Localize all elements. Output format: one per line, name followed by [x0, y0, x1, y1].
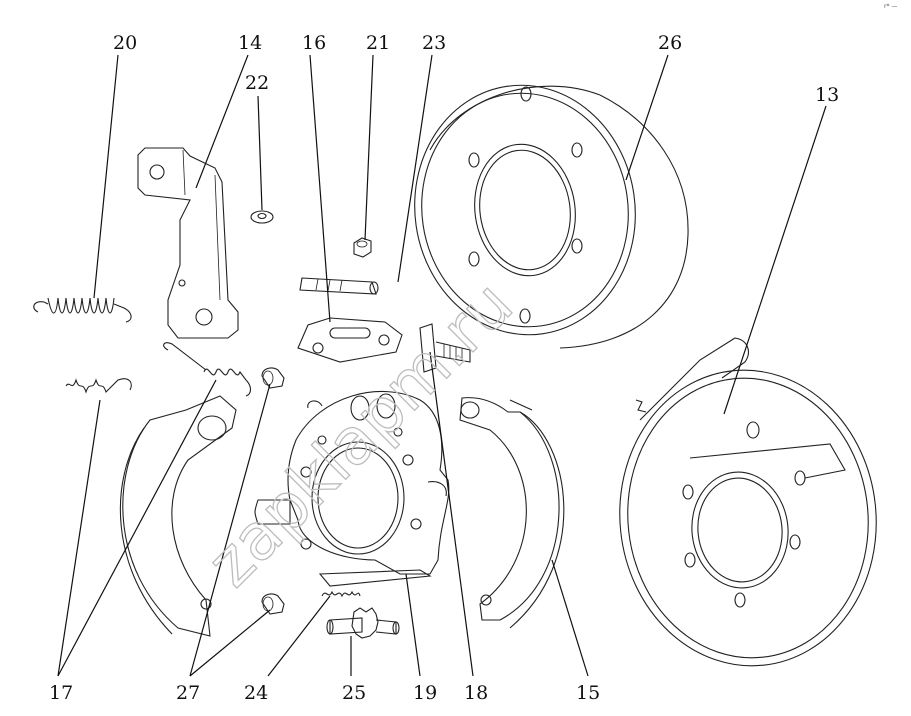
leader-15 — [551, 559, 589, 677]
leader-17a — [57, 399, 101, 677]
adjuster-screw-25 — [326, 607, 400, 639]
leader-21 — [364, 54, 374, 241]
leader-lines — [57, 54, 827, 677]
label-15: 15 — [576, 682, 600, 704]
leader-13 — [723, 105, 827, 415]
label-25: 25 — [342, 682, 366, 704]
leader-27a — [189, 383, 271, 677]
label-16: 16 — [302, 32, 326, 54]
lever-bracket-14 — [137, 147, 239, 339]
brake-drum-13 — [619, 337, 877, 667]
leader-22 — [257, 95, 263, 211]
nut-21 — [353, 237, 372, 258]
corner-mark: r* — — [884, 3, 897, 10]
part-labels: 20 14 22 16 21 23 26 13 17 27 24 25 19 1… — [49, 32, 839, 704]
brake-shoe-15 — [459, 397, 565, 629]
label-27: 27 — [176, 682, 200, 704]
plug-27-top — [261, 367, 285, 389]
label-21: 21 — [366, 32, 390, 54]
label-24: 24 — [244, 682, 268, 704]
leader-27b — [189, 609, 271, 677]
brake-drum-26 — [414, 84, 689, 349]
leader-18 — [429, 351, 474, 677]
leader-16 — [309, 54, 331, 323]
label-22: 22 — [245, 72, 269, 94]
label-18: 18 — [464, 682, 488, 704]
spring-20 — [33, 297, 132, 323]
label-23: 23 — [422, 32, 446, 54]
spring-17-long — [163, 342, 252, 397]
wedge-adjuster-18 — [419, 323, 471, 373]
spring-17-top — [65, 378, 132, 394]
label-19: 19 — [413, 682, 437, 704]
leader-17b — [57, 379, 217, 677]
leader-23 — [397, 54, 433, 283]
backing-plate-19 — [254, 390, 450, 587]
leader-26 — [625, 54, 669, 181]
leader-24 — [267, 595, 331, 677]
label-14: 14 — [238, 32, 262, 54]
leader-14 — [195, 54, 249, 189]
leader-19 — [405, 573, 421, 677]
plug-27-bottom — [261, 593, 285, 615]
washer-22 — [250, 210, 274, 224]
label-13: 13 — [815, 84, 839, 106]
label-20: 20 — [113, 32, 137, 54]
leader-20 — [93, 54, 119, 299]
brake-shoe-left — [119, 395, 237, 637]
spring-24 — [321, 590, 361, 598]
label-26: 26 — [658, 32, 682, 54]
adjuster-plate-16 — [297, 317, 403, 363]
label-17: 17 — [49, 682, 73, 704]
pin-16-bolt — [299, 277, 379, 295]
watermark: zapklapm.ru — [194, 268, 528, 602]
